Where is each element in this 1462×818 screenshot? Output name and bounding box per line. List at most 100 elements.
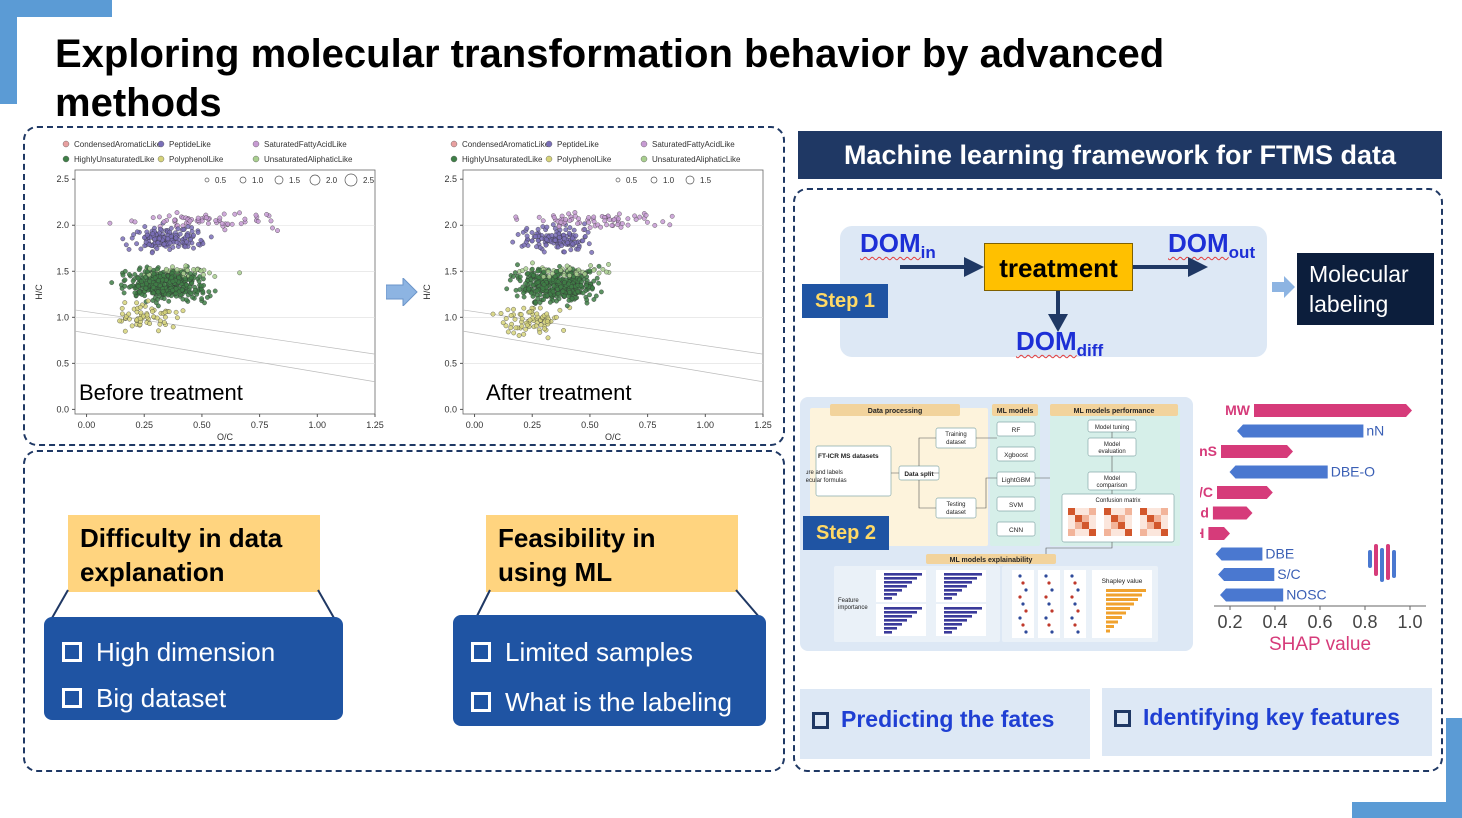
scatter-point — [128, 283, 134, 289]
scatter-point — [513, 325, 519, 331]
mini-bar — [884, 619, 907, 622]
mini-dot — [1076, 609, 1080, 613]
scatter-point — [138, 310, 144, 316]
confusion-cell — [1125, 529, 1132, 536]
scatter-point — [550, 222, 556, 227]
scatter-point — [552, 274, 558, 279]
ftms-label: FT-ICR MS datasets — [818, 453, 879, 460]
mini-bar — [884, 631, 892, 634]
model-comparison-label: Model — [1104, 476, 1120, 482]
corner-accent-bottom-right — [1352, 802, 1462, 818]
scatter-point — [212, 274, 218, 279]
scatter-point — [534, 311, 540, 317]
scatter-point — [575, 221, 580, 226]
confusion-cell — [1111, 508, 1118, 515]
scatter-point — [589, 250, 595, 255]
scatter-point — [544, 236, 549, 242]
scatter-point — [142, 224, 148, 229]
plot-caption-before: Before treatment — [79, 380, 243, 406]
scatter-point — [173, 291, 179, 296]
y-axis-label: H/C — [422, 284, 432, 300]
list-item-text: Limited samples — [505, 636, 693, 667]
scatter-point — [157, 321, 163, 327]
scatter-point — [578, 283, 584, 288]
shap-feature-label: DBE — [1265, 546, 1294, 562]
scatter-point — [207, 270, 212, 276]
scatter-point — [637, 214, 643, 220]
scatter-point — [596, 263, 602, 269]
scatter-point — [255, 219, 261, 224]
scatter-point — [168, 234, 174, 239]
scatter-point — [582, 234, 588, 239]
mini-bar — [1106, 593, 1142, 597]
scatter-point — [604, 269, 609, 275]
reference-line — [462, 309, 764, 355]
mini-dot — [1018, 574, 1022, 578]
mini-bar — [884, 585, 907, 588]
mini-bar — [944, 589, 962, 592]
scatter-point — [134, 241, 139, 247]
scatter-point — [120, 272, 126, 278]
mini-bar — [884, 577, 917, 580]
scatter-point — [569, 284, 574, 290]
model-label: RF — [1012, 427, 1021, 434]
confusion-cell — [1161, 508, 1168, 515]
dom-text: DOM — [1016, 326, 1077, 356]
scatter-point — [264, 212, 269, 217]
scatter-point — [160, 289, 166, 294]
scatter-point — [515, 232, 521, 237]
scatter-point — [206, 289, 212, 295]
scatter-point — [212, 288, 218, 294]
legend-marker — [252, 155, 260, 163]
x-tick-label: 0.50 — [193, 420, 211, 430]
scatter-point — [191, 267, 196, 272]
x-tick-label: 0.75 — [639, 420, 657, 430]
scatter-point — [538, 322, 544, 328]
slide-title: Exploring molecular transformation behav… — [55, 32, 1165, 125]
scatter-point — [109, 280, 115, 285]
size-key-marker — [274, 175, 284, 185]
legend-marker — [545, 155, 553, 163]
scatter-point — [511, 274, 516, 279]
scatter-point — [166, 309, 172, 314]
mini-bar — [944, 611, 977, 614]
training-label: Training — [945, 432, 966, 438]
size-key-label: 1.5 — [289, 176, 301, 185]
scatter-point — [529, 266, 535, 272]
mini-bar — [944, 623, 962, 626]
confusion-cell — [1111, 515, 1118, 522]
scatter-point — [535, 280, 541, 285]
scatter-point — [525, 271, 531, 276]
scatter-point — [591, 219, 597, 224]
scatter-point — [514, 293, 520, 299]
confusion-cell — [1125, 508, 1132, 515]
shap-bar — [1218, 568, 1275, 581]
scatter-point — [536, 214, 542, 220]
scatter-point — [561, 236, 567, 241]
scatter-point — [187, 218, 193, 224]
scatter-point — [528, 290, 534, 296]
scatter-point — [580, 290, 586, 296]
shap-logo-bar — [1380, 548, 1384, 582]
scatter-point — [521, 305, 527, 311]
mini-dot — [1044, 574, 1048, 578]
model-label: Xgboost — [1004, 452, 1028, 459]
mini-bar — [1106, 629, 1110, 633]
scatter-point — [170, 264, 175, 270]
scatter-point — [519, 323, 525, 329]
mini-dot — [1073, 581, 1077, 585]
scatter-point — [120, 236, 126, 242]
scatter-point — [199, 218, 205, 224]
mini-bar — [944, 581, 972, 584]
scatter-point — [500, 320, 506, 326]
scatter-point — [511, 306, 516, 312]
scatter-point — [529, 238, 535, 244]
shap-logo-bar — [1368, 550, 1372, 568]
shap-bar — [1212, 506, 1253, 520]
mini-dot — [1076, 588, 1080, 592]
flow-connector — [1045, 432, 1113, 554]
mini-bar — [884, 597, 892, 600]
scatter-point — [185, 233, 190, 239]
scatter-point — [584, 297, 590, 303]
scatter-point — [550, 289, 556, 295]
